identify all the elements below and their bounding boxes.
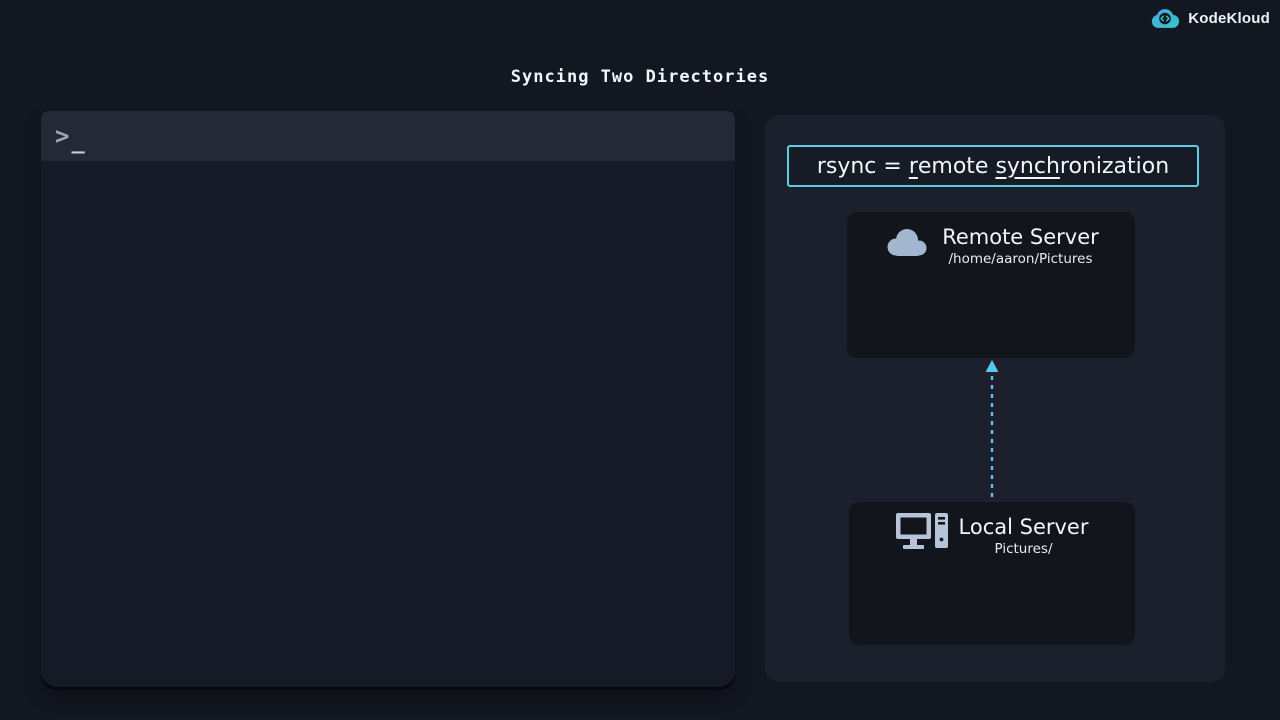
local-server-title: Local Server xyxy=(958,515,1089,539)
terminal-input-bar[interactable]: > _ xyxy=(41,111,735,161)
local-server-card: Local Server Pictures/ xyxy=(849,502,1135,645)
computer-icon xyxy=(895,513,948,549)
formula-sync-rest: ronization xyxy=(1059,153,1170,179)
formula-remote-underlined: r xyxy=(908,153,918,179)
local-server-text: Local Server Pictures/ xyxy=(959,515,1089,557)
formula-sync-underlined: synch xyxy=(995,153,1060,179)
remote-server-card: Remote Server /home/aaron/Pictures xyxy=(847,212,1135,358)
remote-server-title: Remote Server xyxy=(942,225,1099,249)
brand-name: KodeKloud xyxy=(1188,10,1270,27)
local-server-path: Pictures/ xyxy=(994,541,1053,558)
remote-server-path: /home/aaron/Pictures xyxy=(948,251,1093,268)
formula-remote-rest: emote xyxy=(917,153,996,179)
brand: KodeKloud xyxy=(1150,7,1270,30)
terminal-prompt: > xyxy=(55,122,70,150)
terminal-cursor: _ xyxy=(71,129,85,154)
terminal-output-area xyxy=(41,161,735,687)
sync-direction-arrow xyxy=(985,360,999,503)
kodekloud-cloud-icon xyxy=(1152,9,1180,28)
terminal-panel: > _ xyxy=(41,111,735,687)
cloud-icon xyxy=(887,229,927,256)
formula-lead: rsync = xyxy=(816,153,909,179)
remote-server-text: Remote Server /home/aaron/Pictures xyxy=(942,225,1099,267)
page-title: Syncing Two Directories xyxy=(510,67,770,87)
